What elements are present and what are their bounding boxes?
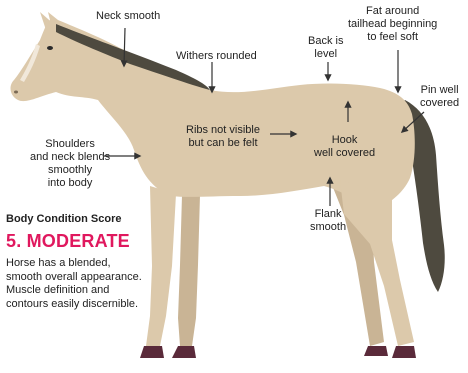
score-description: Horse has a blended, smooth overall appe…	[6, 257, 142, 311]
score-value: 5. MODERATE	[6, 231, 130, 252]
label-flank: Flank smooth	[310, 208, 346, 234]
label-hook: Hook well covered	[314, 134, 375, 160]
horse-eye	[47, 46, 53, 50]
horse-near-foreleg	[146, 186, 176, 346]
label-pin-covered: Pin well covered	[420, 84, 459, 110]
label-ribs: Ribs not visible but can be felt	[186, 124, 260, 150]
label-back-level: Back is level	[308, 35, 343, 61]
horse-far-foreleg	[178, 195, 200, 346]
label-withers-rounded: Withers rounded	[176, 50, 257, 63]
label-shoulders-blend: Shoulders and neck blends smoothly into …	[30, 138, 110, 190]
horse-nostril	[14, 91, 18, 94]
score-heading: Body Condition Score	[6, 213, 122, 225]
horse-hoof	[364, 346, 388, 356]
horse-hoof	[140, 346, 164, 358]
label-neck-smooth: Neck smooth	[96, 10, 160, 23]
horse-hoof	[392, 346, 416, 358]
label-fat-tailhead: Fat around tailhead beginning to feel so…	[348, 5, 437, 44]
horse-hoof	[172, 346, 196, 358]
